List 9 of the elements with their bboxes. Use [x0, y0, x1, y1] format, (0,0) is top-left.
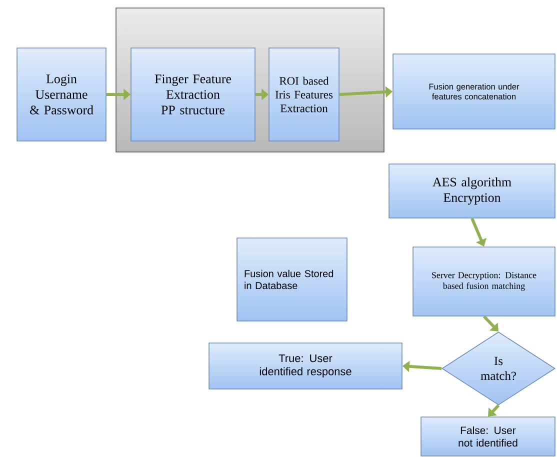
- process-box: Login Username & Password: [16, 48, 106, 142]
- process-box: AES algorithm Encryption: [388, 164, 556, 218]
- process-box: Fusion generation under features concatenation: [392, 54, 556, 130]
- process-box: Fusion value Stored in Database: [236, 238, 348, 322]
- process-box: Finger Feature Extraction PP structure: [130, 48, 256, 142]
- process-box: Server Decryption: Distance based fusion matching: [412, 246, 556, 316]
- process-box: ROI based Iris Features Extraction: [268, 48, 340, 142]
- process-box: True: User identified response: [208, 342, 402, 390]
- process-box: False: User not identified: [420, 416, 556, 456]
